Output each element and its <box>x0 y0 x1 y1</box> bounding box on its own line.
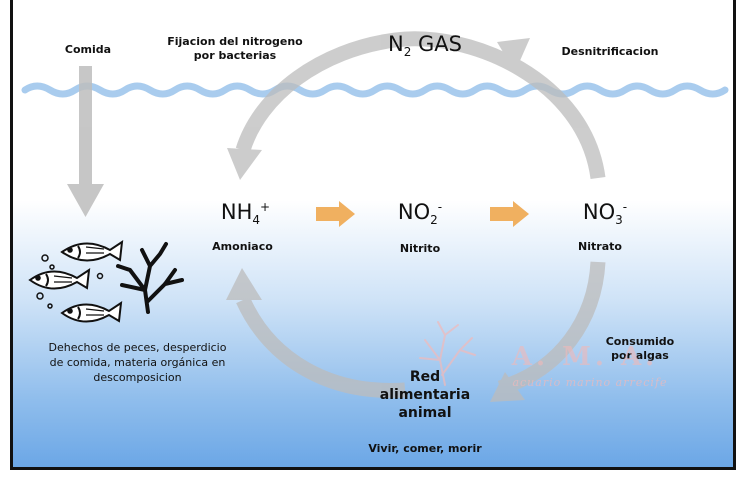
coral-icon <box>116 242 184 314</box>
label-consumido-por-algas: Consumido por algas <box>605 335 675 362</box>
label-nitrito: Nitrito <box>399 242 441 255</box>
fish-icon <box>28 267 91 290</box>
bubbles-icon <box>36 254 104 309</box>
label-nh4: NH4+ <box>220 200 271 228</box>
label-no3: NO3- <box>582 200 628 228</box>
fish-icon <box>60 300 123 323</box>
label-red-alimentaria: Red alimentaria animal <box>379 369 471 421</box>
watermark-coral-icon <box>419 321 476 386</box>
label-desnitrificacion: Desnitrificacion <box>561 45 659 58</box>
watermark-text: acuario marino arrecife <box>512 376 668 389</box>
cycle-arrow-lower <box>226 261 606 402</box>
orange-arrow-2 <box>490 201 529 227</box>
label-dehechos: Dehechos de peces, desperdicio de comida… <box>48 341 227 384</box>
orange-arrow-1 <box>316 201 355 227</box>
food-arrow <box>67 66 104 217</box>
label-n2-gas: N2 GAS <box>387 32 462 60</box>
cycle-arrow-upper <box>227 31 606 180</box>
label-no2: NO2- <box>397 200 443 228</box>
label-comida: Comida <box>64 43 112 56</box>
label-amoniaco: Amoniaco <box>212 240 273 253</box>
label-vivir-comer-morir: Vivir, comer, morir <box>368 442 482 455</box>
watermark-logo: A. M. A. <box>511 342 659 372</box>
label-fijacion-nitrogeno: Fijacion del nitrogeno por bacterias <box>167 35 303 62</box>
water-surface-wave <box>21 82 729 98</box>
fish-icon <box>60 239 124 262</box>
label-nitrato: Nitrato <box>578 240 622 253</box>
